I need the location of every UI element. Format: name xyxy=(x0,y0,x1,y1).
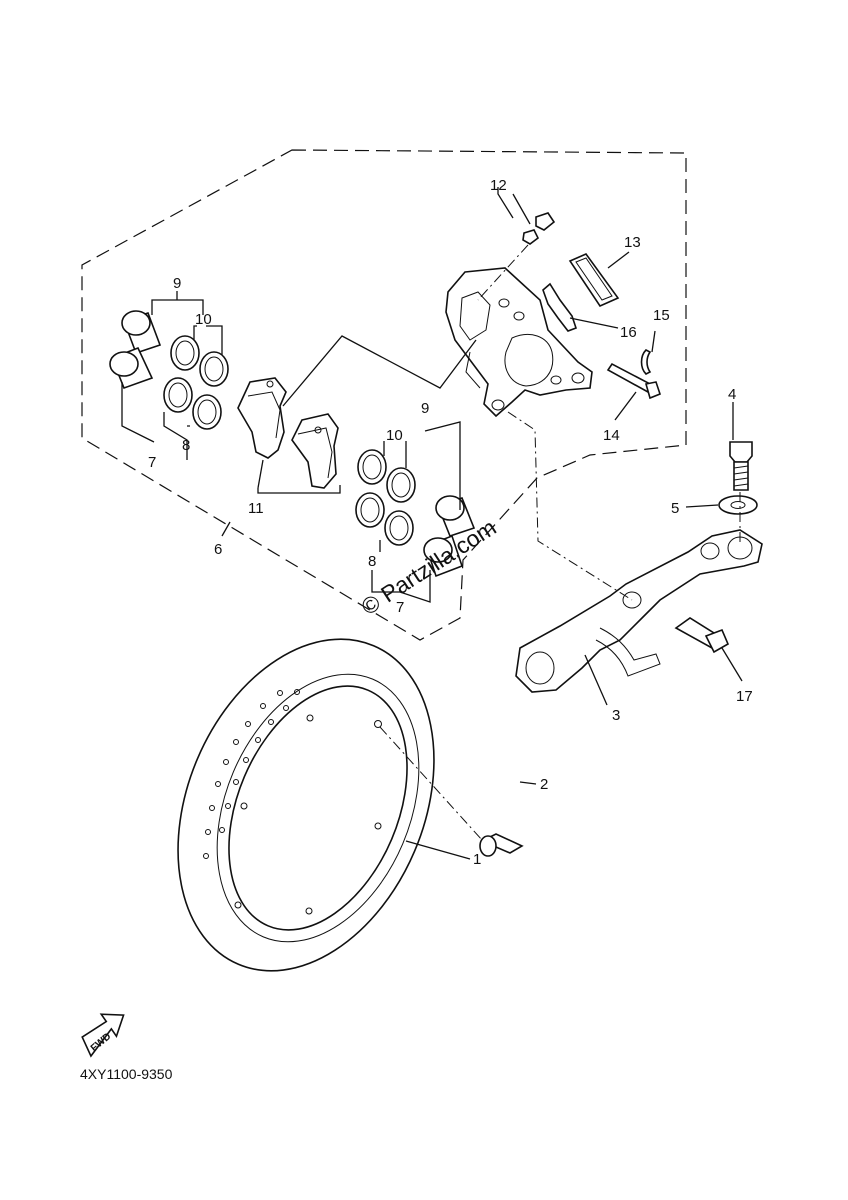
callout-6: 6 xyxy=(214,541,222,558)
callout-14: 14 xyxy=(603,427,620,444)
brake-disc[interactable] xyxy=(130,600,482,1011)
caliper-body[interactable] xyxy=(445,267,593,418)
callout-7-left: 7 xyxy=(148,454,156,471)
callout-3: 3 xyxy=(612,707,620,724)
callout-16: 16 xyxy=(620,324,637,341)
callout-12: 12 xyxy=(490,177,507,194)
piston-left-upper[interactable] xyxy=(121,310,162,355)
pad-pin-14[interactable] xyxy=(606,362,661,400)
pin-clip-15[interactable] xyxy=(640,349,652,375)
callout-1: 1 xyxy=(473,851,481,868)
washer-5[interactable] xyxy=(718,495,758,515)
bleed-screw-pair[interactable] xyxy=(522,212,556,245)
callout-8-right: 8 xyxy=(368,553,376,570)
piston-right-lower[interactable] xyxy=(423,534,464,578)
callout-17: 17 xyxy=(736,688,753,705)
pad-spring-13[interactable] xyxy=(568,253,620,308)
callout-2: 2 xyxy=(540,776,548,793)
brake-pad-left[interactable] xyxy=(237,377,287,459)
piston-left-lower[interactable] xyxy=(109,346,154,390)
watermark-text: © Partzilla.com xyxy=(357,514,501,620)
callout-9-left: 9 xyxy=(173,275,181,292)
brake-pad-right[interactable] xyxy=(291,413,339,489)
bracket-bolt-17[interactable] xyxy=(674,617,730,654)
callout-13: 13 xyxy=(624,234,641,251)
caliper-bracket[interactable] xyxy=(515,529,763,693)
leader-lines xyxy=(121,187,743,860)
callout-8-left: 8 xyxy=(182,437,190,454)
callout-11: 11 xyxy=(248,500,264,517)
centre-line-disc-bolt xyxy=(379,726,483,841)
piston-right-upper[interactable] xyxy=(435,495,476,537)
seal-set-left[interactable] xyxy=(163,335,229,430)
disc-bolt-2[interactable] xyxy=(479,833,524,857)
callout-9-right: 9 xyxy=(421,400,429,417)
callout-4: 4 xyxy=(728,386,736,403)
caliper-assembly-boundary xyxy=(81,149,687,641)
fwd-arrow-icon: FWD xyxy=(81,1013,125,1058)
bracket-bolt-4[interactable] xyxy=(729,441,753,491)
callout-5: 5 xyxy=(671,500,679,517)
callout-labels: 1 2 3 4 5 6 7 7 8 8 9 9 10 10 11 12 13 1… xyxy=(148,177,753,868)
diagram-code: 4XY1100-9350 xyxy=(80,1066,173,1082)
callout-10-right: 10 xyxy=(386,427,403,444)
callout-15: 15 xyxy=(653,307,670,324)
pad-clip-16[interactable] xyxy=(542,282,578,332)
centre-line-caliper-bracket xyxy=(507,411,633,601)
seal-set-right[interactable] xyxy=(355,449,416,546)
callout-7-right: 7 xyxy=(396,599,404,616)
callout-10-left: 10 xyxy=(195,311,212,328)
